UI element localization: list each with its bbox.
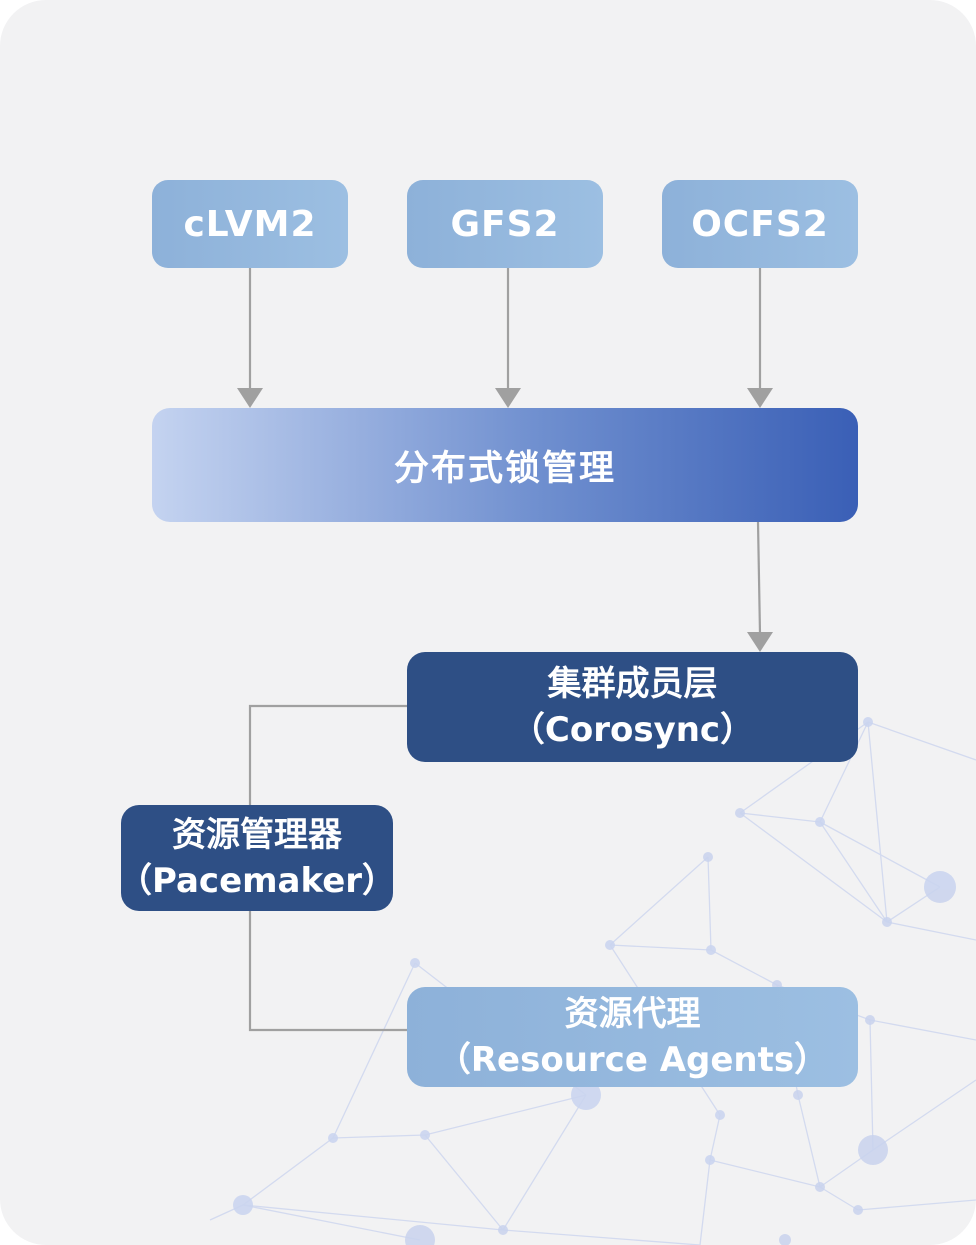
resource-manager-box: 资源管理器 （Pacemaker） — [117, 805, 397, 911]
arrowhead-ocfs2 — [747, 388, 773, 408]
clvm2-label: cLVM2 — [183, 203, 317, 245]
connector-resource-manager-to-resource-agents — [248, 911, 407, 1032]
arrow-lock-manager-to-membership — [756, 521, 762, 635]
membership-label-line2: （Corosync） — [510, 710, 755, 750]
resource-manager-label-line1: 资源管理器 — [172, 815, 342, 855]
clvm2-box: cLVM2 — [152, 180, 348, 268]
resource-manager-label-line2: （Pacemaker） — [117, 861, 397, 901]
arrowhead-membership — [747, 632, 773, 652]
arrowhead-gfs2 — [495, 388, 521, 408]
lock-manager-label: 分布式锁管理 — [393, 448, 616, 489]
resource-agents-label-line1: 资源代理 — [564, 994, 701, 1034]
membership-box: 集群成员层 （Corosync） — [407, 652, 858, 762]
resource-agents-box: 资源代理 （Resource Agents） — [407, 987, 858, 1087]
gfs2-label: GFS2 — [450, 203, 560, 245]
resource-agents-label-line2: （Resource Agents） — [436, 1040, 829, 1080]
gfs2-box: GFS2 — [407, 180, 603, 268]
arrowhead-clvm2 — [237, 388, 263, 408]
membership-label-line1: 集群成员层 — [547, 664, 718, 704]
ocfs2-label: OCFS2 — [691, 203, 829, 245]
ocfs2-box: OCFS2 — [662, 180, 858, 268]
lock-manager-box: 分布式锁管理 — [152, 408, 858, 522]
connector-membership-to-resource-manager — [248, 704, 407, 805]
